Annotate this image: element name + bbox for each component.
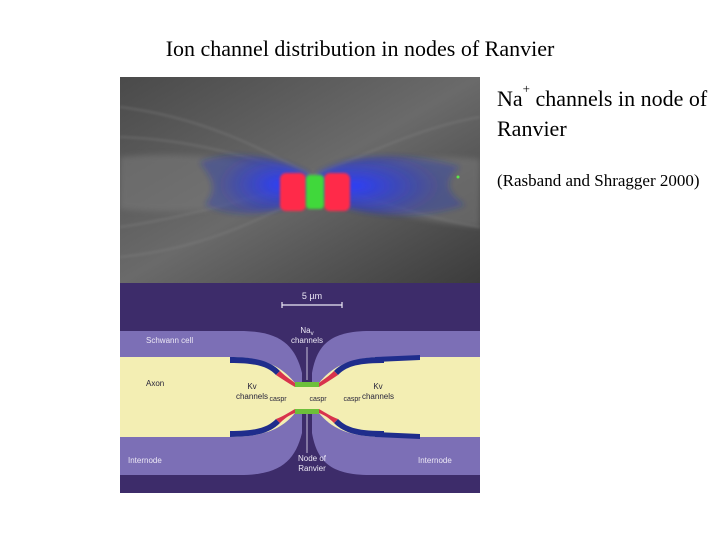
schwann-cell-label: Schwann cell: [146, 336, 193, 345]
kv-channels-left-upper: [230, 357, 280, 375]
scale-bar-label: 5 µm: [302, 291, 322, 301]
figure-caption: Na+ channels in node of Ranvier: [497, 81, 708, 141]
axon-label: Axon: [146, 379, 164, 388]
na-channels-label-line2: channels: [291, 336, 323, 345]
kv-channels-right-upper: [334, 357, 384, 375]
caspr-mid-label: caspr: [309, 396, 327, 403]
kv-channels-right-label: Kv: [373, 382, 382, 391]
kv-channels-right-lower: [334, 419, 384, 437]
slide-title: Ion channel distribution in nodes of Ran…: [165, 36, 555, 61]
caspr-right-lower: [319, 409, 338, 423]
internode-left-label: Internode: [128, 456, 162, 465]
kv-channels-left-label: Kv: [247, 382, 256, 391]
caspr-left-label: caspr: [269, 396, 287, 403]
citation: (Rasband and Shragger 2000): [497, 171, 700, 190]
axon: [120, 357, 480, 437]
internode-right-label: Internode: [418, 456, 452, 465]
kv-channels-left-label-line2: channels: [236, 392, 268, 401]
caspr-left-upper: [276, 371, 295, 387]
fluorescence-micrograph: [120, 77, 480, 283]
kv-channels-right-label-line2: channels: [362, 392, 394, 401]
node-of-ranvier-label: Node of: [298, 454, 327, 463]
node-of-ranvier-schematic: 5 µm Nav channels Schwann cell Axon Kv c…: [120, 283, 480, 493]
caspr-left-lower: [276, 409, 295, 423]
caspr-right-label: caspr: [343, 396, 361, 403]
kv-channels-left-lower: [230, 419, 280, 437]
node-of-ranvier-label-line2: Ranvier: [298, 464, 326, 473]
caspr-right-upper: [319, 371, 338, 387]
na-channels-upper: [295, 382, 319, 387]
na-channels-lower: [295, 409, 319, 414]
na-channels-label: Nav: [300, 326, 313, 337]
